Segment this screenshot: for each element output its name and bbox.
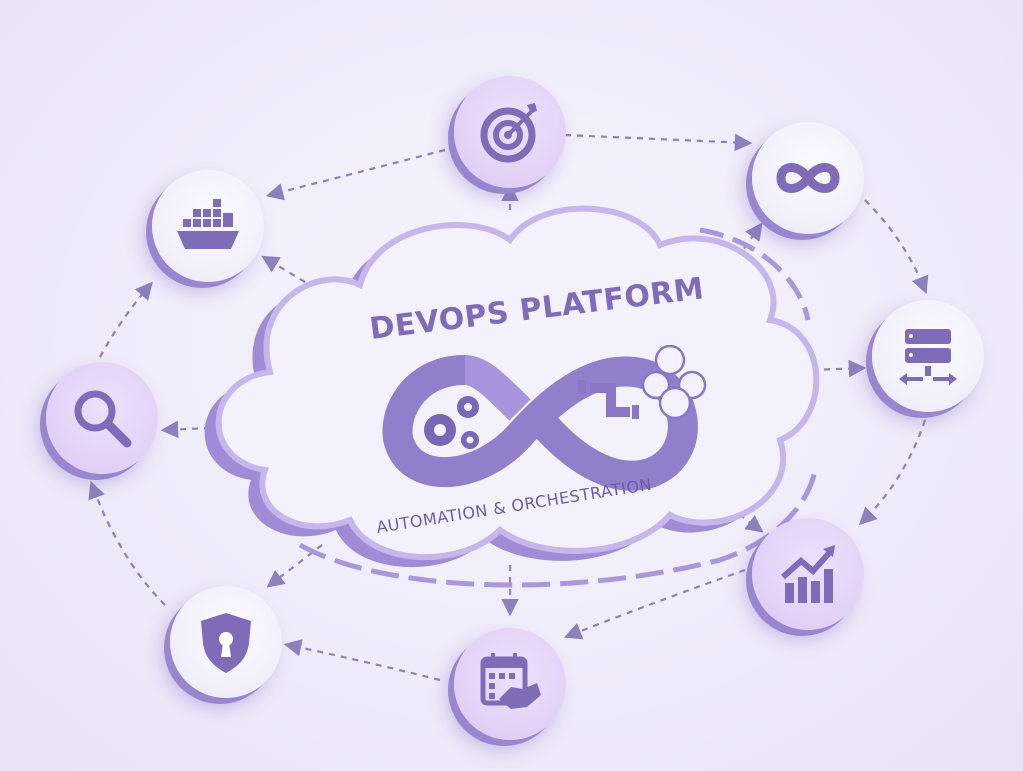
- team-icon: [641, 345, 707, 420]
- growth-chart-icon: [781, 545, 835, 603]
- pipeline-icon: [578, 380, 639, 419]
- infinity-loop-icon: [382, 345, 707, 491]
- server-network-icon: [899, 329, 957, 385]
- node-continuous-loop[interactable]: [752, 122, 864, 234]
- node-infrastructure[interactable]: [872, 300, 984, 412]
- node-analytics[interactable]: [752, 518, 864, 630]
- target-icon: [480, 103, 537, 163]
- calendar-handshake-icon: [480, 653, 541, 709]
- container-ship-icon: [177, 199, 239, 249]
- node-containers[interactable]: [152, 170, 264, 282]
- gears-icon: [424, 396, 479, 449]
- infinity-icon: [776, 163, 840, 193]
- node-security[interactable]: [170, 586, 282, 698]
- node-collaboration[interactable]: [454, 628, 566, 740]
- shield-lock-icon: [201, 613, 251, 673]
- magnifier-icon: [74, 390, 132, 448]
- node-monitoring[interactable]: [46, 362, 158, 474]
- node-target[interactable]: [454, 76, 566, 188]
